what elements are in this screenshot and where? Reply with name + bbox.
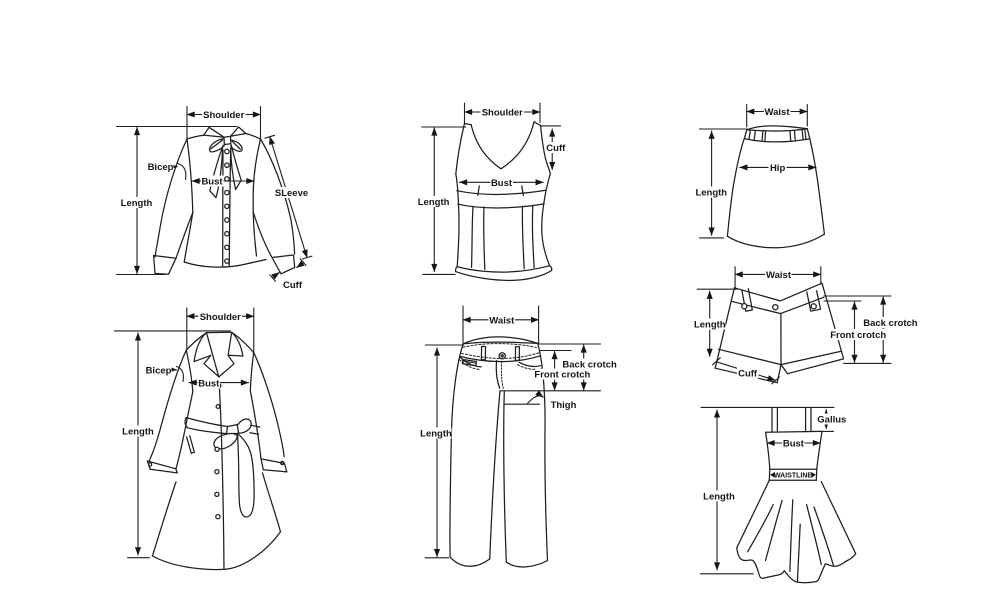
svg-text:Shoulder: Shoulder — [203, 110, 244, 121]
svg-text:Gallus: Gallus — [817, 415, 846, 426]
svg-text:Length: Length — [703, 492, 735, 503]
svg-text:Thigh: Thigh — [551, 400, 577, 411]
svg-text:Length: Length — [418, 197, 450, 208]
svg-text:Cuff: Cuff — [738, 369, 758, 380]
svg-text:Waist: Waist — [766, 270, 792, 281]
svg-text:Waist: Waist — [765, 107, 791, 118]
svg-text:Bicep: Bicep — [146, 366, 172, 377]
svg-text:Length: Length — [122, 427, 154, 438]
svg-text:Waist: Waist — [489, 316, 515, 327]
svg-text:Bust: Bust — [198, 379, 220, 390]
svg-text:Back crotch: Back crotch — [562, 360, 617, 371]
svg-text:Length: Length — [420, 429, 452, 440]
svg-text:Bust: Bust — [783, 439, 805, 450]
svg-text:Front crotch: Front crotch — [830, 330, 886, 341]
svg-text:Length: Length — [695, 188, 727, 199]
svg-text:Cuff: Cuff — [283, 280, 303, 291]
svg-text:Front crotch: Front crotch — [534, 370, 590, 381]
svg-text:SLeeve: SLeeve — [275, 188, 308, 199]
svg-text:Bicep: Bicep — [148, 162, 174, 173]
svg-text:Back crotch: Back crotch — [863, 318, 918, 329]
svg-text:Shoulder: Shoulder — [200, 312, 241, 323]
svg-text:Length: Length — [121, 198, 153, 209]
svg-text:Length: Length — [694, 320, 726, 331]
svg-text:Shoulder: Shoulder — [482, 108, 523, 119]
svg-text:Bust: Bust — [201, 177, 223, 188]
svg-text:Cuff: Cuff — [546, 143, 566, 154]
svg-text:Hip: Hip — [770, 163, 786, 174]
svg-text:WAISTLINE: WAISTLINE — [774, 473, 812, 480]
svg-text:Bust: Bust — [491, 178, 513, 189]
